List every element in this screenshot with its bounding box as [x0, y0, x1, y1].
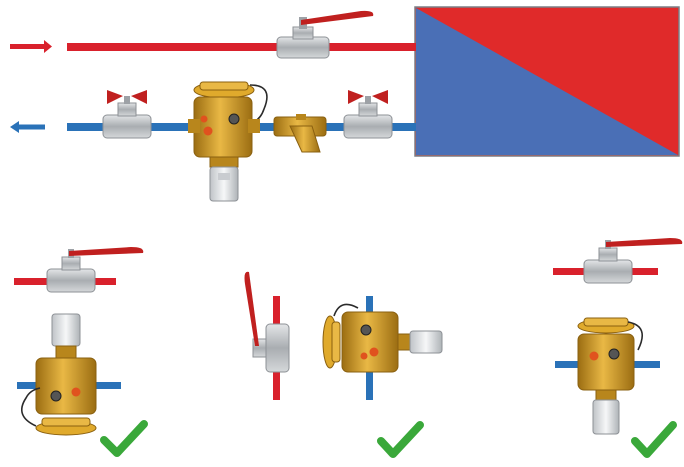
installation-2: [244, 271, 443, 400]
arrow-right-icon: [44, 40, 52, 53]
installation-3: [553, 238, 683, 435]
install3-control-valve: [577, 317, 644, 435]
return-ball-valve-right: [343, 90, 393, 139]
supply-ball-valve: [276, 10, 374, 59]
check-icon: [100, 420, 148, 457]
install3-ball-valve: [583, 238, 683, 284]
install1-ball-valve: [46, 247, 144, 293]
check-icon: [631, 421, 677, 458]
strainer: [273, 114, 327, 153]
supply-line: [10, 40, 416, 53]
return-ball-valve-left: [102, 90, 152, 139]
installation-1: [14, 247, 144, 436]
heat-exchanger: [414, 6, 680, 157]
install2-control-valve: [322, 303, 443, 373]
arrow-left-icon: [10, 121, 19, 133]
check-icon: [377, 421, 424, 458]
install2-ball-valve: [244, 271, 290, 373]
install1-control-valve: [20, 313, 97, 436]
control-valve-main: [188, 81, 268, 202]
